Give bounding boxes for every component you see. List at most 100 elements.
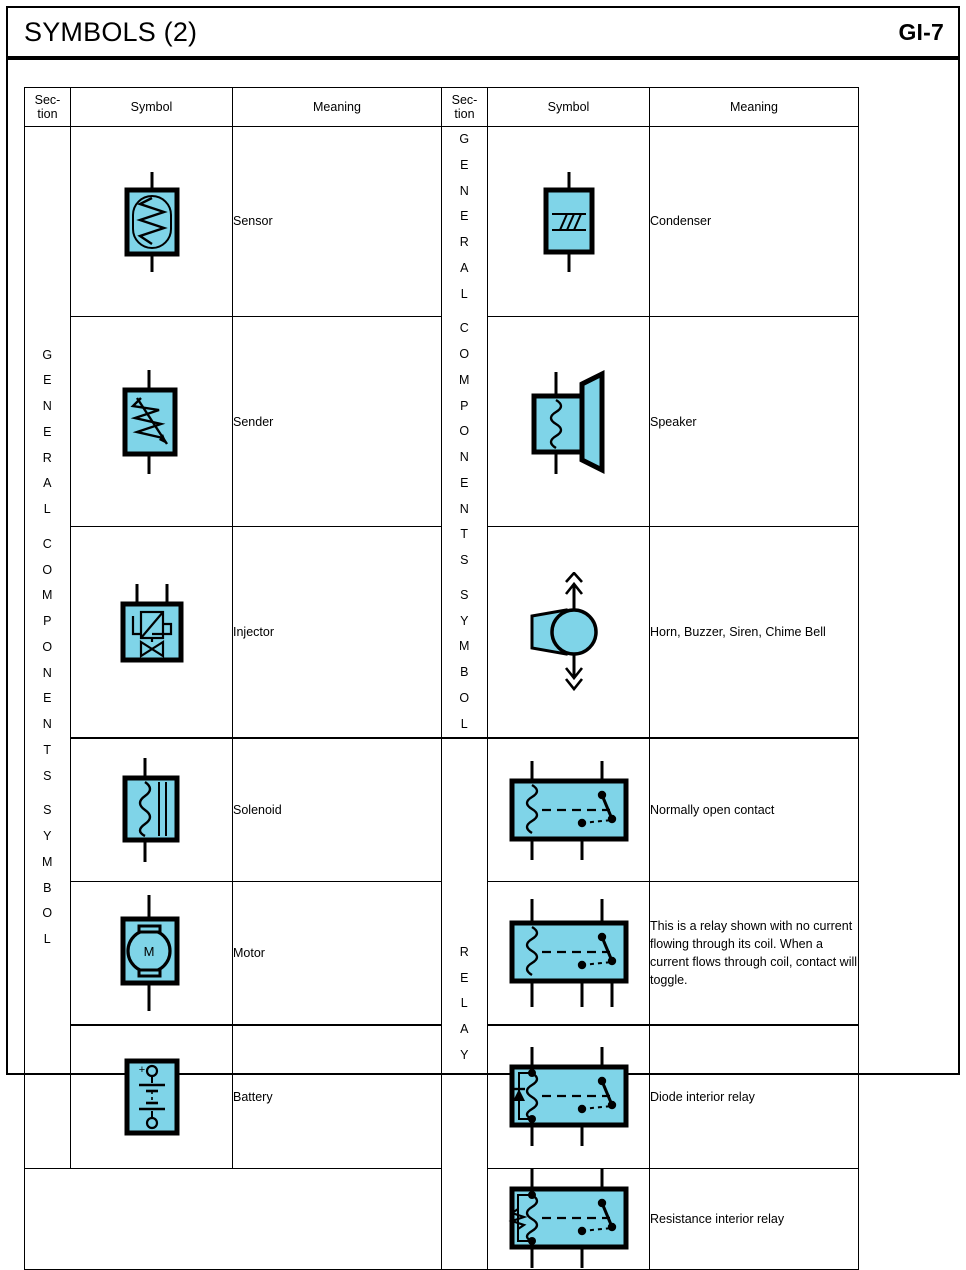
meaning-diode-interior-relay: Diode interior relay: [649, 1024, 859, 1170]
section-letter: A: [43, 476, 52, 491]
sensor-symbol: [124, 172, 179, 273]
section-gap: [25, 789, 70, 798]
section-letter: S: [43, 803, 52, 818]
section-letter: O: [42, 562, 53, 577]
relay-no-current-symbol: [509, 899, 628, 1008]
section-letter: C: [459, 321, 470, 336]
section-letter: M: [42, 588, 53, 603]
header-symbol-right: Symbol: [487, 87, 650, 127]
symbols-table: Sec- tion Symbol Meaning Sec- tion Symbo…: [24, 87, 859, 1270]
injector-symbol: [120, 584, 183, 663]
diode-interior-relay-symbol-cell: [487, 1024, 650, 1170]
header-section-right-line2: tion: [454, 107, 475, 121]
section-letter: P: [460, 398, 469, 413]
sender-symbol-cell: [70, 315, 233, 528]
table-row: G E N E R A L C O M P O N E N T: [24, 125, 859, 1170]
battery-symbol: +: [124, 1058, 179, 1136]
resistance-interior-relay-symbol-cell: [487, 1168, 650, 1270]
section-letter: T: [43, 742, 52, 757]
symbols-table-wrap: Sec- tion Symbol Meaning Sec- tion Symbo…: [24, 87, 859, 1270]
battery-polarity-label: +: [138, 1064, 144, 1076]
section-letter: O: [459, 690, 470, 705]
resistance-interior-relay-symbol: [508, 1169, 628, 1269]
section-letter: L: [43, 502, 52, 516]
horn-symbol-cell: [487, 526, 650, 739]
section-letter: B: [43, 880, 52, 895]
section-letter: E: [43, 691, 52, 706]
section-letter: N: [459, 501, 470, 516]
section-letter: S: [460, 587, 469, 602]
motor-symbol: M: [120, 894, 179, 1011]
section-letter: T: [460, 527, 469, 542]
section-letter: E: [460, 970, 469, 985]
document-page: SYMBOLS (2) GI-7 Sec- tion Symbol Meanin…: [6, 6, 960, 1270]
solenoid-symbol: [122, 758, 179, 863]
section-letter: L: [43, 932, 52, 946]
sensor-symbol-cell: [70, 126, 233, 317]
section-letter: S: [460, 553, 469, 567]
page-title: SYMBOLS (2): [24, 16, 198, 47]
meaning-speaker: Speaker: [649, 315, 859, 528]
battery-symbol-cell: +: [70, 1024, 233, 1170]
normally-open-contact-relay-symbol-cell: [487, 737, 650, 883]
section-letter: O: [459, 347, 470, 361]
header-symbol-left: Symbol: [70, 87, 233, 127]
section-gap: [25, 523, 70, 532]
section-gap: [442, 574, 487, 583]
section-letter: M: [42, 854, 53, 869]
speaker-symbol: [531, 369, 604, 474]
section-letter: M: [459, 639, 470, 654]
relay-no-current-symbol-cell: [487, 881, 650, 1026]
section-letter: N: [42, 665, 53, 680]
solenoid-symbol-cell: [70, 737, 233, 883]
header-meaning-left: Meaning: [232, 87, 442, 127]
section-label-right-relay: R E L A Y: [441, 737, 488, 1270]
table-header-row: Sec- tion Symbol Meaning Sec- tion Symbo…: [24, 87, 859, 127]
section-letter: N: [42, 399, 53, 413]
section-letter: R: [459, 235, 470, 249]
section-letter: N: [459, 450, 470, 464]
section-letter: E: [460, 475, 469, 490]
injector-symbol-cell: [70, 526, 233, 739]
section-letter: E: [460, 209, 469, 224]
condenser-symbol: [543, 172, 594, 273]
condenser-symbol-cell: [487, 126, 650, 317]
section-label-right-general: G E N E R A L C O M P O N E N T: [441, 126, 488, 739]
section-letter: O: [42, 906, 53, 921]
meaning-relay-no-current: This is a relay shown with no current fl…: [649, 881, 859, 1026]
header-section-right: Sec- tion: [441, 87, 488, 127]
section-letter: L: [460, 716, 469, 731]
meaning-condenser: Condenser: [649, 126, 859, 317]
header-section-right-line1: Sec-: [451, 93, 478, 107]
header-section-left-line1: Sec-: [34, 93, 61, 107]
meaning-motor: Motor: [232, 881, 442, 1026]
section-letter: L: [460, 996, 469, 1011]
meaning-horn: Horn, Buzzer, Siren, Chime Bell: [649, 526, 859, 739]
normally-open-contact-relay-symbol: [509, 760, 628, 860]
header-section-left-line2: tion: [37, 107, 58, 121]
meaning-normally-open-contact: Normally open contact: [649, 737, 859, 883]
section-letter: Y: [460, 1047, 469, 1062]
section-letter: B: [460, 665, 469, 679]
page-header: SYMBOLS (2) GI-7: [8, 8, 958, 60]
header-meaning-right: Meaning: [649, 87, 859, 127]
meaning-resistance-interior-relay: Resistance interior relay: [649, 1168, 859, 1270]
section-letter: L: [460, 286, 469, 301]
section-letter: P: [43, 614, 52, 628]
section-letter: S: [43, 768, 52, 783]
section-gap: [442, 307, 487, 316]
header-section-left: Sec- tion: [24, 87, 71, 127]
section-letter: E: [43, 424, 52, 439]
table-row: M Motor: [25, 881, 859, 1026]
meaning-sensor: Sensor: [232, 126, 442, 317]
section-letter: G: [42, 347, 53, 362]
section-letter: N: [42, 717, 53, 731]
diode-interior-relay-symbol: [509, 1047, 628, 1147]
section-letter: O: [459, 424, 470, 439]
speaker-symbol-cell: [487, 315, 650, 528]
meaning-battery: Battery: [232, 1024, 442, 1170]
section-letter: A: [460, 1022, 469, 1037]
section-letter: E: [43, 373, 52, 388]
section-letter: M: [459, 372, 470, 387]
motor-label: M: [143, 944, 154, 959]
